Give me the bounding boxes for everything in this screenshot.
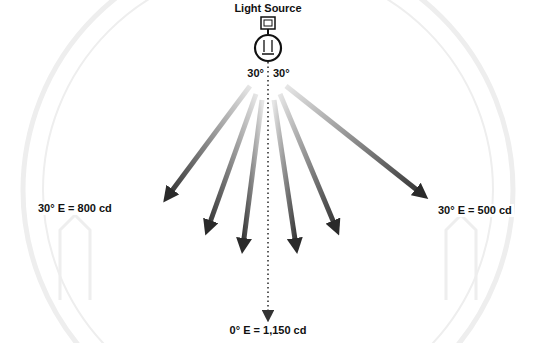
beam-arrows	[168, 86, 422, 246]
angle-label: 30°	[245, 67, 266, 80]
intensity-label: 30° E = 500 cd	[436, 204, 514, 217]
center-axis	[267, 62, 269, 316]
source-title: Light Source	[232, 2, 303, 15]
intensity-label: 30° E = 800 cd	[36, 202, 114, 215]
lamp-icon	[255, 17, 281, 61]
watermark	[23, 0, 513, 343]
angle-label: 30°	[271, 67, 292, 80]
intensity-label: 0° E = 1,150 cd	[228, 324, 309, 337]
